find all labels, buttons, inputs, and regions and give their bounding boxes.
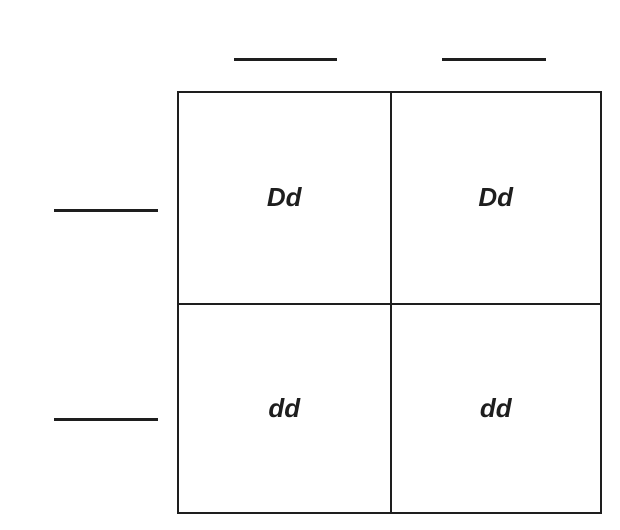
row-header-blank-2 — [54, 418, 158, 421]
cell-row2-col2: dd — [389, 302, 600, 512]
column-header-blank-2 — [442, 58, 546, 61]
row-header-blank-1 — [54, 209, 158, 212]
cell-row1-col1: Dd — [266, 182, 302, 213]
cell-row1-col2: Dd — [389, 93, 601, 303]
cell-row2-col1: dd — [179, 302, 390, 513]
column-header-blank-1 — [234, 58, 337, 61]
punnett-square: Dd Dd dd dd — [177, 91, 602, 514]
